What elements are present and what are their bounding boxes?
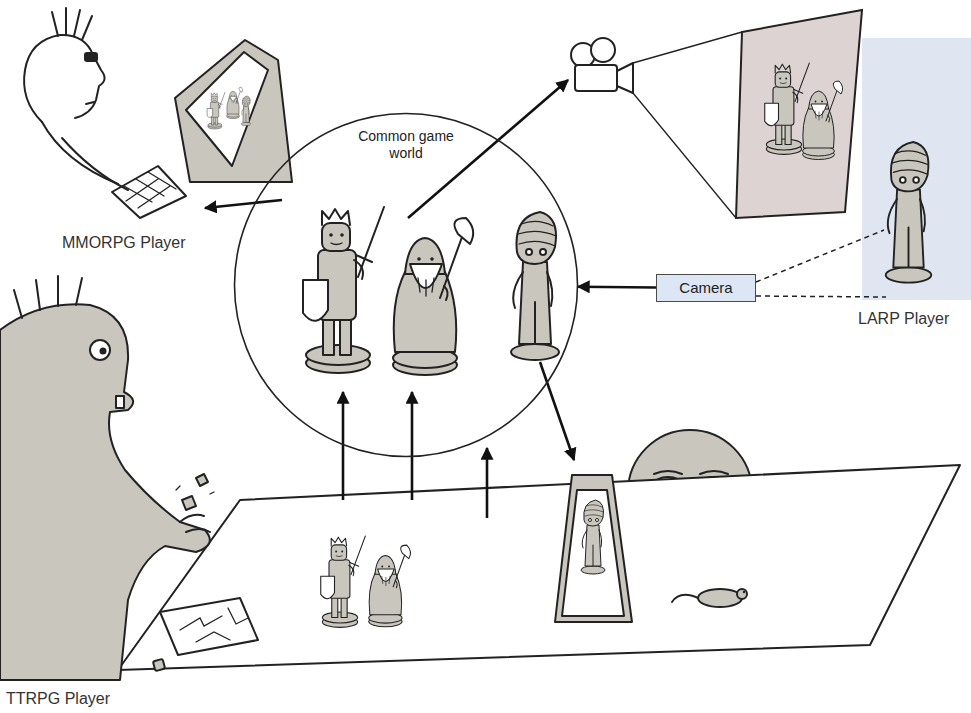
player-label: TTRPG Player: [6, 689, 110, 708]
world-figures: [303, 207, 559, 375]
world-circle: Common game world: [233, 112, 579, 458]
mmorpg-player-figure: [24, 8, 292, 218]
projector-figure: [571, 10, 862, 218]
camera-box: Camera: [656, 274, 756, 302]
circle-outline: [233, 112, 579, 458]
tabletop-scene: [118, 430, 960, 671]
player-label: LARP Player: [858, 309, 949, 328]
ttrpg-player-figure: [0, 276, 214, 680]
arrow-connector: [578, 285, 656, 288]
circle-outline: [235, 114, 578, 457]
flow-arrows: [205, 80, 574, 518]
circle-title: Common game world: [354, 128, 458, 162]
player-label: MMORPG Player: [62, 233, 186, 252]
larp-player-figure: [756, 38, 971, 300]
box-label: Camera: [657, 279, 755, 297]
